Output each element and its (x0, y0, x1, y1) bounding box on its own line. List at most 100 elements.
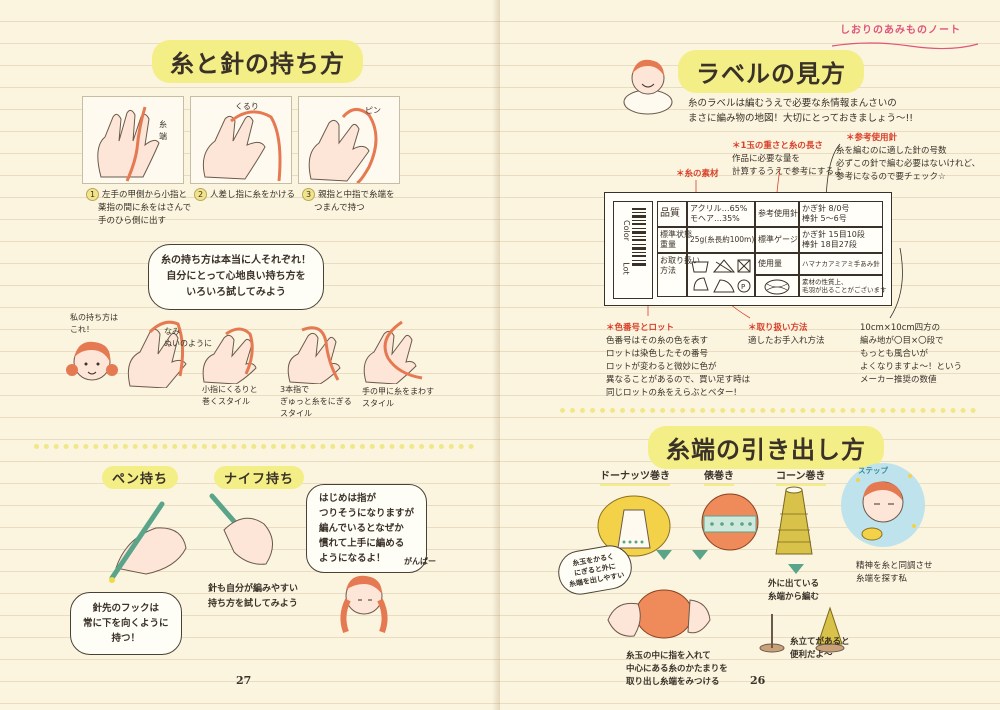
note-color-line3: ロットが変わると微妙に色が (606, 362, 717, 372)
note-color-head: ＊色番号とロット (606, 323, 675, 333)
note-weight-line1: 作品に必要な量を (732, 154, 801, 164)
cell-needle-label: 参考使用針 (755, 201, 799, 227)
knife-caption-line2: 持ち方を試してみよう (208, 599, 298, 609)
label-barcode-panel: Color Lot (613, 201, 653, 299)
note-material-head: ＊糸の素材 (676, 169, 719, 179)
knife-grip-title: ナイフ持ち (214, 466, 305, 489)
material-line2: モヘア…35% (690, 214, 740, 223)
style2-line2: 巻くスタイル (202, 397, 250, 406)
pen-grip-title-text: ペン持ち (112, 472, 169, 487)
warning-line2: 毛羽が出ることがございます (802, 286, 887, 294)
needle-line2: 棒針 5〜6号 (802, 214, 847, 223)
cone-caption-line1: 外に出ている (768, 579, 820, 589)
left-page-number: 27 (236, 674, 252, 687)
knife-caption: 針も自分が編みやすい 持ち方を試してみよう (208, 582, 298, 612)
note-needle-line2: 必ずこの針で編む必要はないけれど、 (836, 159, 981, 169)
step3-line2: つまんで持つ (314, 203, 365, 213)
step1-line2: 薬指の間に糸をはさんで (98, 203, 192, 213)
character-caption: 精神を糸と同調させ 糸端を探す私 (856, 560, 933, 586)
intro-line2: まさに編み物の地図！大切にとっておきましょう〜!! (688, 113, 914, 124)
note-color: ＊色番号とロット 色番号はその糸の色を表す ロットは染色したその番号 ロットが変… (606, 322, 750, 400)
cone-yarn-icon (775, 486, 813, 555)
note-gauge-line5: メーカー推奨の数値 (860, 375, 937, 385)
hand-icon (202, 110, 282, 182)
mascot-girl-icon (623, 59, 673, 115)
bale-yarn-icon (701, 493, 759, 551)
girl-character-icon (66, 341, 118, 381)
yarn-stand-icon (759, 606, 845, 653)
step1-line1: 左手の甲側から小指と (102, 190, 188, 200)
intro-line1: 糸のラベルは編むうえで必要な糸情報まんさいの (688, 98, 897, 109)
beginner-line5: ようになるよ！ (319, 553, 386, 564)
cell-usage-label: 使用量 (755, 253, 799, 275)
yarn-end-title-text: 糸端の引き出し方 (666, 436, 866, 464)
cone-caption-line2: 糸端から編む (768, 592, 820, 602)
beginner-line1: はじめは指が (319, 493, 377, 504)
step3-note: ピン (365, 106, 381, 115)
donut-yarn-icon (597, 495, 671, 557)
cell-care-label: お取り扱い 方法 (657, 253, 700, 297)
note-care-line1: 適したお手入れ方法 (748, 336, 825, 346)
note-needle-head: ＊参考使用針 (846, 133, 898, 143)
note-needle-line1: 糸を編むのに適した針の号数 (836, 146, 947, 156)
hand-style3-icon (287, 326, 341, 384)
my-style-line1: 私の持ち方は (70, 313, 118, 322)
step2-number: 2 (194, 188, 207, 201)
center-caption: 糸玉の中に指を入れて 中心にある糸のかたまりを 取り出し糸端をみつける (626, 650, 728, 689)
note-gauge-line3: もっとも風合いが (860, 349, 929, 359)
style4-note: 手の甲に糸をまわす スタイル (362, 386, 434, 410)
meditating-girl-icon (841, 463, 925, 547)
note-gauge-line1: 10cm×10cm四方の (860, 323, 941, 333)
step3-illustration: ピン (298, 96, 400, 185)
character-caption-line2: 糸端を探す私 (856, 574, 908, 584)
header-underline-icon (831, 42, 979, 50)
left-divider (34, 444, 474, 449)
knife-grip-hand-icon (209, 493, 273, 565)
hook-line3: 持つ！ (111, 633, 141, 644)
note-color-line5: 同じロットの糸をえらぶとベター! (606, 388, 737, 398)
exclaim-text: がんばー (404, 557, 436, 566)
pen-grip-title: ペン持ち (102, 466, 179, 489)
gauge-line1: かぎ針 15目10段 (802, 230, 865, 239)
character-caption-line1: 精神を糸と同調させ (856, 561, 933, 571)
cone-caption: 外に出ている 糸端から編む (768, 578, 819, 604)
yarn-label: Color Lot 品質 アクリル…65% モヘア…35% 参考使用針 かぎ針 … (604, 192, 892, 306)
hook-line2: 常に下を向くように (83, 618, 169, 629)
cell-usage-note: ハマナカアミアミ手あみ針 (799, 253, 883, 275)
yarn-stand-caption: 糸立てがあると 便利だよ〜 (790, 636, 850, 662)
hand-icon (308, 108, 378, 185)
style4-line1: 手の甲に糸をまわす (362, 387, 434, 396)
beginner-bubble: はじめは指が つりそうになりますが 編んでいるとなぜか 慣れて上手に編める よう… (306, 484, 428, 573)
note-weight: ＊1玉の重さと糸の長さ 作品に必要な量を 計算するうえで参考にするよ (732, 140, 842, 179)
cell-yarn-ball (755, 275, 799, 297)
style3-note: 3本指で ぎゅっと糸をにぎる スタイル (280, 384, 352, 420)
cone-wind-label: コーン巻き (776, 470, 826, 486)
sparkle-text: ステップ (858, 466, 888, 475)
style3-line2: ぎゅっと糸をにぎる (280, 397, 352, 406)
down-arrows-icon (656, 550, 708, 560)
yarn-end-title: 糸端の引き出し方 (648, 426, 884, 469)
style1-line2: ぬいのように (164, 339, 212, 348)
style2-line1: 小指にくるりと (202, 385, 258, 394)
cell-warning: 素材の性質上、 毛羽が出ることがございます (799, 275, 887, 297)
label-color-code: Color (621, 220, 631, 241)
cell-needle-values: かぎ針 8/0号 棒針 5〜6号 (799, 201, 883, 227)
left-title: 糸と針の持ち方 (152, 40, 363, 83)
laundry-symbols-icon: P (691, 259, 751, 293)
right-divider (560, 408, 976, 413)
header-tag: しおりのあみものノート (840, 25, 961, 36)
step1-number: 1 (86, 188, 99, 201)
step2-note: くるり (235, 102, 259, 111)
cell-weight-label: 標準状態 重量 (657, 227, 692, 253)
hand-style4-icon (363, 320, 423, 384)
step3-line1: 親指と中指で糸端を (318, 190, 395, 200)
style3-line1: 3本指で (280, 385, 310, 394)
style1-line1: なみ (164, 327, 180, 336)
cell-care-icons: P (687, 253, 755, 297)
donut-wind-label: ドーナッツ巻き (600, 470, 670, 486)
svg-text:P: P (741, 283, 745, 291)
